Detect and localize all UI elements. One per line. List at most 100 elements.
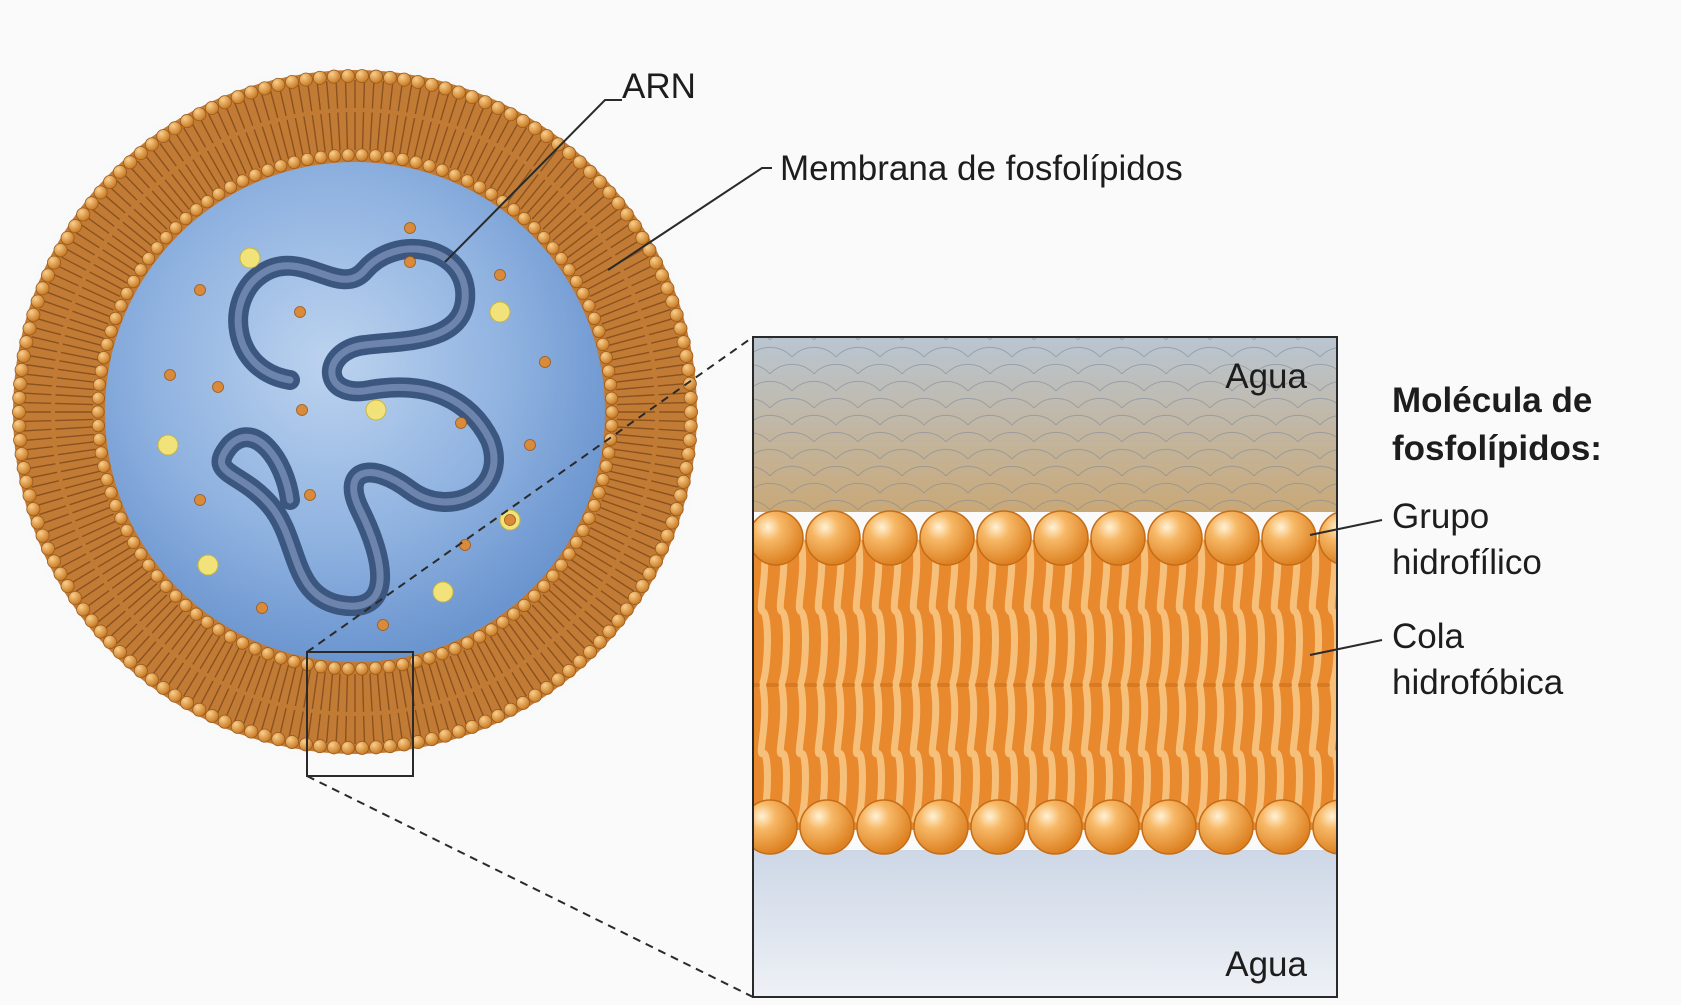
membrane-tail [251,700,262,728]
membrane-tail [192,159,214,192]
membrane-head [26,307,41,322]
membrane-head [596,337,610,351]
membrane-tail [233,695,246,722]
lipid-tail [1061,683,1075,824]
membrane-head [528,121,543,136]
lipid-tail [1023,536,1037,687]
membrane-tail [553,641,573,664]
membrane-head [41,541,56,556]
membrane-head [144,672,159,687]
membrane-tail [560,166,581,189]
membrane-head [587,311,601,326]
membrane-tail [62,343,100,354]
membrane-tail [80,583,105,600]
lipid-tail [928,536,942,687]
lipid-tail [1232,536,1246,687]
membrane-tail [380,81,385,110]
membrane-tail [345,112,349,151]
membrane-head [599,459,613,473]
membrane-tail [658,428,687,432]
membrane-tail [431,705,441,734]
lipid-tail [1213,536,1227,687]
membrane-head [133,146,148,161]
membrane-tails [23,80,687,744]
membrane-tail [253,658,268,695]
membrane-tail [537,599,565,628]
membrane-tail [406,711,413,740]
membrane-head [472,180,487,194]
lipid-tail [1175,536,1189,687]
membrane-head [314,150,328,164]
membrane-tail [207,684,222,711]
membrane-head [554,558,568,572]
membrane-head [369,740,384,755]
membrane-head [676,474,691,489]
membrane-head [491,709,506,724]
membrane-tail [344,715,348,744]
small-molecule-orange [194,494,206,506]
membrane-tail [627,264,654,279]
hydrophobic-label-line2: hidrofóbica [1392,663,1564,702]
membrane-tail [93,540,128,561]
membrane-head [619,602,634,617]
membrane-head [517,211,531,226]
membrane-tail [570,559,604,582]
membrane-tail [174,132,192,157]
membrane-label: Membrana de fosfolípidos [780,149,1183,188]
membrane-head [94,364,108,378]
membrane-tail [480,688,494,715]
membrane-tail [328,672,334,711]
small-molecule-orange [304,489,316,501]
membrane-head [527,221,541,235]
membrane-head [159,231,173,245]
membrane-tail [614,448,653,456]
membrane-tail [570,242,604,265]
membrane-head [619,207,634,222]
small-molecule-orange [504,514,516,526]
membrane-head [355,148,369,162]
membrane-tail [178,623,202,656]
membrane-tail [615,385,654,391]
membrane-head [230,719,245,734]
membrane-tail [269,663,282,701]
membrane-tail [23,419,52,423]
membrane-tail [311,671,319,710]
membrane-head [517,598,531,613]
lipid-tail [1080,683,1094,824]
membrane-tail [102,553,135,575]
membrane-tail [414,86,422,115]
membrane-tail [185,627,208,661]
membrane-tail [307,83,313,112]
lipid-head [913,799,969,855]
membrane-tail [428,123,441,161]
membrane-tail [75,575,100,593]
membrane-head [189,203,203,217]
membrane-head [605,405,619,419]
membrane-head [76,602,91,617]
membrane-head [679,461,694,476]
membrane-head [30,515,45,530]
membrane-tail [59,360,97,369]
membrane-tail [606,485,644,498]
membrane-tail [199,680,214,706]
membrane-head [660,281,675,296]
membrane-outer-heads [11,69,699,755]
membrane-tail [586,533,621,553]
membrane-head [424,77,439,92]
membrane-head [648,554,663,569]
membrane-head [179,598,193,613]
membrane-tail [103,194,126,214]
membrane-tail [55,426,94,430]
membrane-tail [129,635,150,658]
hydrophilic-label-line1: Grupo [1392,497,1489,536]
membrane-head [397,72,412,87]
membrane-tail [344,80,348,109]
membrane-tail [251,96,262,124]
membrane-head [673,321,688,336]
lipid-tail [1289,683,1303,824]
small-molecule-orange [524,439,536,451]
membrane-tail [553,160,573,183]
membrane-tail [171,174,196,205]
membrane-tail [560,635,581,658]
membrane-head [602,446,616,460]
